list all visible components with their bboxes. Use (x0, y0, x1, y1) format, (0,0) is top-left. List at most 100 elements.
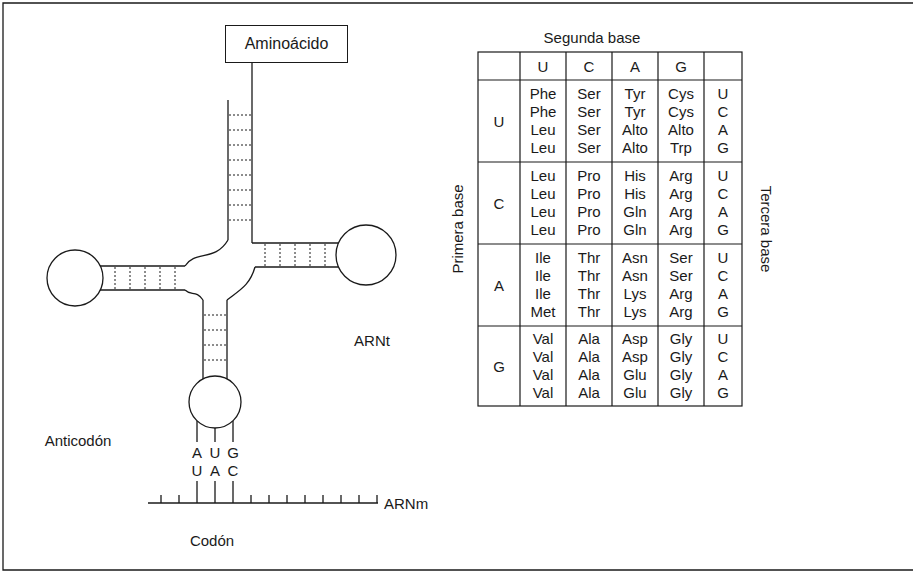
anticodon-base: A (192, 444, 202, 461)
table-cell-text: Gly Gly Gly Gly (670, 330, 693, 402)
part-label-text: Codón (190, 532, 234, 549)
axis-title: Segunda base (544, 29, 641, 46)
codon-base: C (228, 462, 239, 479)
table-cell-text: Tyr Tyr Alto Alto (622, 85, 648, 157)
anticodon-base: U (210, 444, 221, 461)
column-header: C (584, 58, 595, 75)
molecule-label-text: ARNm (384, 495, 428, 512)
table-cell-text: Pro Pro Pro Pro (577, 167, 600, 239)
arm-strand (252, 242, 339, 243)
codon-base-text: A (210, 462, 220, 479)
acceptor-strand (227, 100, 228, 240)
table-cell: Pro Pro Pro Pro (577, 167, 600, 239)
arm-strand (100, 265, 185, 266)
codon-table-grid (478, 52, 742, 406)
anticodon-base: G (227, 444, 239, 461)
third-base-list-text: U C A G (717, 85, 729, 157)
junction (227, 267, 255, 300)
codon-base: U (192, 462, 203, 479)
row-header-text: A (494, 277, 504, 294)
table-cell: Tyr Tyr Alto Alto (622, 85, 648, 157)
third-base-list-text: U C A G (717, 249, 729, 321)
table-cell: Cys Cys Alto Trp (668, 85, 694, 157)
table-cell-text: Arg Arg Arg Arg (669, 167, 692, 239)
column-header-text: U (538, 58, 549, 75)
table-cell: Ser Ser Arg Arg (669, 249, 692, 321)
row-header-text: U (494, 113, 505, 130)
row-header: G (493, 358, 505, 375)
row-header: C (494, 195, 505, 212)
third-base-list: U C A G (717, 330, 729, 402)
anticodon-base-text: A (192, 444, 202, 461)
frame (3, 3, 913, 570)
table-cell-text: Ile Ile Ile Met (530, 249, 555, 321)
third-base-list: U C A G (717, 85, 729, 157)
anticodon-link (197, 421, 233, 442)
codon-base: A (210, 462, 220, 479)
table-cell: Gly Gly Gly Gly (670, 330, 693, 402)
table-cell: Ser Ser Ser Ser (577, 85, 600, 157)
table-cell-text: Phe Phe Leu Leu (530, 85, 557, 157)
column-header: A (630, 58, 640, 75)
molecule-label: ARNt (354, 332, 390, 349)
axis-title-text: Tercera base (758, 186, 775, 273)
table-cell: Leu Leu Leu Leu (530, 167, 555, 239)
table-cell: Asn Asn Lys Lys (622, 249, 648, 321)
column-header-text: G (675, 58, 687, 75)
table-cell-text: Ala Ala Ala Ala (578, 330, 600, 402)
arm-strand (255, 266, 339, 267)
part-label: Codón (190, 532, 234, 549)
table-cell: Arg Arg Arg Arg (669, 167, 692, 239)
table-cell-text: Ser Ser Ser Ser (577, 85, 600, 157)
table-cell-text: Asp Asp Glu Glu (622, 330, 648, 402)
table-cell: Val Val Val Val (533, 330, 554, 402)
junction (185, 290, 203, 300)
molecule-label-text: ARNt (354, 332, 390, 349)
arm-strand (202, 300, 203, 379)
loop (336, 225, 396, 285)
column-header-text: A (630, 58, 640, 75)
table-cell-text: Asn Asn Lys Lys (622, 249, 648, 321)
table-cell-text: Cys Cys Alto Trp (668, 85, 694, 157)
row-header-text: G (493, 358, 505, 375)
table-cell: Asp Asp Glu Glu (622, 330, 648, 402)
mrna-strand (148, 502, 378, 503)
table-cell-text: Thr Thr Thr Thr (578, 249, 601, 321)
arm-strand (100, 289, 185, 290)
row-header-text: C (494, 195, 505, 212)
axis-title: Tercera base (758, 186, 775, 273)
table-cell-text: Val Val Val Val (533, 330, 554, 402)
codon-link (197, 481, 233, 503)
amino-acid-box: Aminoácido (225, 25, 348, 63)
node-text: Aminoácido (245, 35, 329, 53)
part-label: Anticodón (45, 432, 112, 449)
row-header: A (494, 277, 504, 294)
arm-strand (226, 300, 227, 379)
column-header: G (675, 58, 687, 75)
table-cell: Ala Ala Ala Ala (578, 330, 600, 402)
mrna-ticks (161, 495, 377, 503)
codon-base-text: U (192, 462, 203, 479)
axis-title-text: Primera base (449, 184, 466, 273)
third-base-list-text: U C A G (717, 167, 729, 239)
table-cell: Ile Ile Ile Met (530, 249, 555, 321)
anticodon-base-text: G (227, 444, 239, 461)
column-header: U (538, 58, 549, 75)
junction (185, 240, 228, 266)
table-cell-text: Leu Leu Leu Leu (530, 167, 555, 239)
column-header-text: C (584, 58, 595, 75)
table-cell-text: Ser Ser Arg Arg (669, 249, 692, 321)
third-base-list: U C A G (717, 167, 729, 239)
anticodon-base-text: U (210, 444, 221, 461)
base-pairs (115, 115, 325, 360)
molecule-label: ARNm (384, 495, 428, 512)
codon-base-text: C (228, 462, 239, 479)
part-label-text: Anticodón (45, 432, 112, 449)
third-base-list: U C A G (717, 249, 729, 321)
acceptor-strand (251, 63, 252, 243)
anticodon-loop (189, 376, 241, 428)
table-cell: Thr Thr Thr Thr (578, 249, 601, 321)
table-cell: His His Gln Gln (623, 167, 646, 239)
